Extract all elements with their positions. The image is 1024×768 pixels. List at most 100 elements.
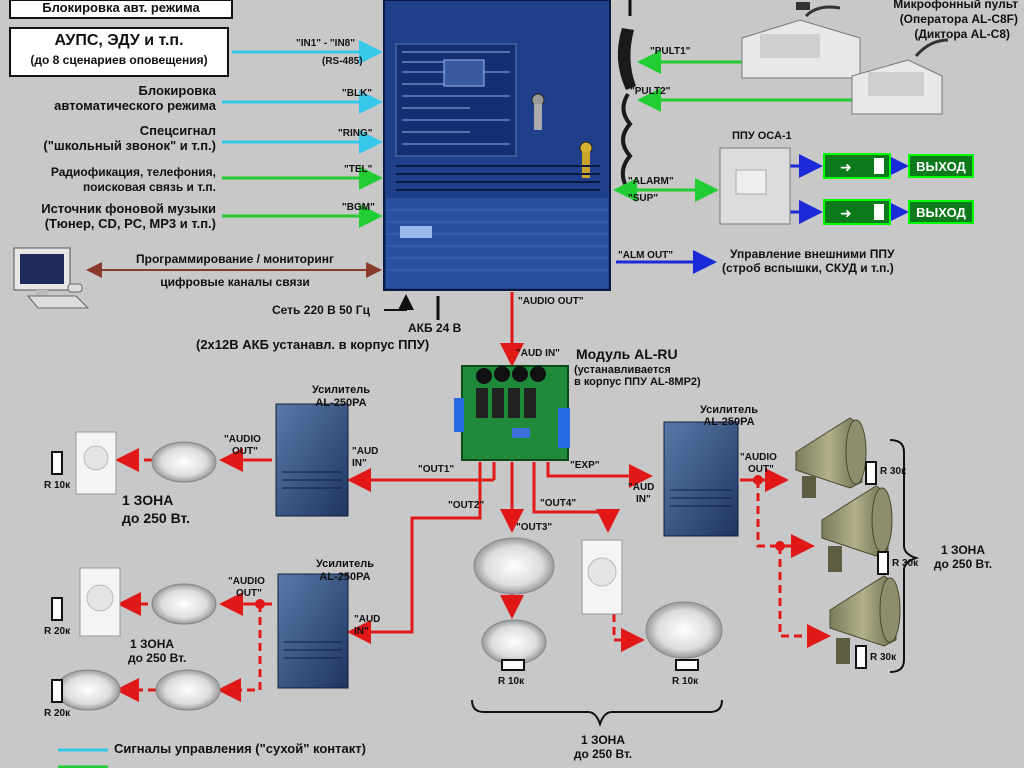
block-auto-top-box [9,0,233,19]
resistor-label-8: R 30к [870,652,897,663]
signal-pult2: "PULT2" [630,86,671,97]
amp1-label-1: Усилитель [311,384,371,396]
ext-ppu-label-2: (строб вспышки, СКУД и т.п.) [722,261,894,275]
amp3-aud-in-1: "AUD [628,482,655,493]
signal-pult1: "PULT1" [650,46,691,57]
mic-console-1 [741,2,861,79]
chain-z4b [778,546,831,648]
resistor-label-7: R 30к [892,558,919,569]
amplifier-2 [277,573,349,689]
junction-z4b [775,541,785,551]
ext-ppu-label-1: Управление внешними ППУ [730,247,895,261]
amp3-audio-out-1: "AUDIO [740,452,777,463]
mic-label-3: (Диктора AL-C8) [914,27,1010,41]
signal-ring: "RING" [338,128,373,139]
wall-speakers [75,431,623,637]
exit-signs: ➜ ➜ [823,153,891,225]
akb-note: (2х12В АКБ устанавл. в корпус ППУ) [196,337,430,352]
signal-blk: "BLK" [342,88,373,99]
mains-arrow [384,294,414,311]
module-al-ru [454,365,570,461]
amp3-aud-in-2: IN" [636,494,651,505]
tel-label-2: поисковая связь и т.п. [82,180,216,194]
signal-out4: "OUT4" [540,498,577,509]
junction-z2 [255,599,265,609]
svg-text:➜: ➜ [840,206,852,222]
ceiling-speakers [55,441,723,711]
module-note-1: (устанавливается [574,364,671,376]
block-auto-top-label: Блокировка авт. режима [42,0,200,15]
amp1-audio-out-2: OUT" [232,446,258,457]
amp2-aud-in-1: "AUD [354,614,381,625]
svg-text:➜: ➜ [840,160,852,176]
amp3-audio-out-2: OUT" [748,464,774,475]
signal-tel: "TEL" [344,164,373,175]
signal-rs485: (RS-485) [322,56,363,67]
chain-z4a [756,480,815,558]
amp3-label-2: AL-250PA [703,416,755,428]
bgm-label-2: (Тюнер, CD, PC, MP3 и т.п.) [44,216,216,231]
signal-bgm: "BGM" [342,202,375,213]
resistor-label-6: R 30к [880,466,907,477]
amp2-aud-in-2: IN" [354,626,369,637]
amp3-label-1: Усилитель [699,404,759,416]
junction-z4 [753,475,763,485]
mic-label-2: (Оператора AL-C8F) [899,12,1018,26]
tel-label-1: Радиофикация, телефония, [50,165,216,179]
amp2-audio-out-2: OUT" [236,588,262,599]
aups-title: АУПС, ЭДУ и т.п. [54,32,184,49]
amp1-label-2: AL-250PA [315,397,367,409]
zone3-label-2: до 250 Вт. [573,747,633,761]
amplifier-1 [275,403,349,517]
signal-out3: "OUT3" [516,522,553,533]
signal-audio-out: "AUDIO OUT" [518,296,584,307]
zone4-brace [889,439,920,673]
zone2-label-1: 1 ЗОНА [130,637,175,651]
amplifier-3 [663,421,739,537]
line-exp [546,462,653,488]
amp2-audio-out-1: "AUDIO [228,576,265,587]
zone2-label-2: до 250 Вт. [128,651,187,665]
signal-aud-in: "AUD IN" [516,348,560,359]
ring-label-1: Спецсигнал [139,123,216,138]
line-out2 [347,462,482,644]
zone3-brace [471,699,723,728]
resistor-label-5: R 10к [672,676,699,687]
resistor-label-2: R 20к [44,626,71,637]
zone1-label-2: до 250 Вт. [122,510,191,526]
resistor-symbols [51,451,889,703]
module-note-2: в корпус ППУ AL-8MP2) [574,376,701,388]
exit-sign-2: ВЫХОД [908,200,974,224]
amp1-aud-in-1: "AUD [352,446,379,457]
chain-z3b [612,614,645,652]
aups-subtitle: (до 8 сценариев оповещения) [30,53,208,67]
signal-out2: "OUT2" [448,500,485,511]
module-title: Модуль AL-RU [576,346,678,362]
ppu-label: ППУ ОСА-1 [732,130,792,142]
signal-alm-out: "ALM OUT" [618,250,674,261]
resistor-label-3: R 20к [44,708,71,719]
mic-console-2 [851,38,949,115]
resistor-label-4: R 10к [498,676,525,687]
bgm-label-1: Источник фоновой музыки [41,201,216,216]
resistor-label-1: R 10к [44,480,71,491]
computer-icon [13,247,90,309]
ring-label-2: ("школьный звонок" и т.п.) [43,138,216,153]
ppu-osa-device [719,147,791,225]
amp1-audio-out-1: "AUDIO [224,434,261,445]
horn-speakers [795,417,901,664]
aups-box [9,27,229,77]
mains-label: Сеть 220 В 50 Гц [272,303,370,317]
signal-out1: "OUT1" [418,464,455,475]
main-control-panel [383,0,636,291]
signal-exp: "EXP" [570,460,600,471]
zone3-label-1: 1 ЗОНА [580,733,626,747]
zone4-label-2: до 250 Вт. [933,557,993,571]
prog-label-2: цифровые каналы связи [160,275,310,289]
zone1-label-1: 1 ЗОНА [122,492,174,508]
amp2-label-1: Усилитель [315,558,375,570]
akb-label: АКБ 24 В [408,321,462,335]
prog-label-1: Программирование / мониторинг [136,252,334,266]
